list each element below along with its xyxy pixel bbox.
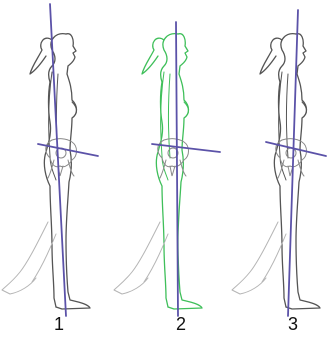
figure-2-posture xyxy=(114,22,220,316)
figure-2-label: 2 xyxy=(166,314,196,335)
figure-2-vertical-axis xyxy=(176,22,178,316)
figure-1-label: 1 xyxy=(44,314,74,335)
figure-2-hip-axis xyxy=(152,144,220,152)
figure-1-silhouette xyxy=(2,34,90,309)
figure-2-silhouette xyxy=(114,34,202,309)
figure-3-label: 3 xyxy=(278,314,308,335)
figure-3-posture xyxy=(232,10,326,316)
figure-1-posture xyxy=(2,4,98,316)
figure-3-silhouette xyxy=(232,34,320,309)
